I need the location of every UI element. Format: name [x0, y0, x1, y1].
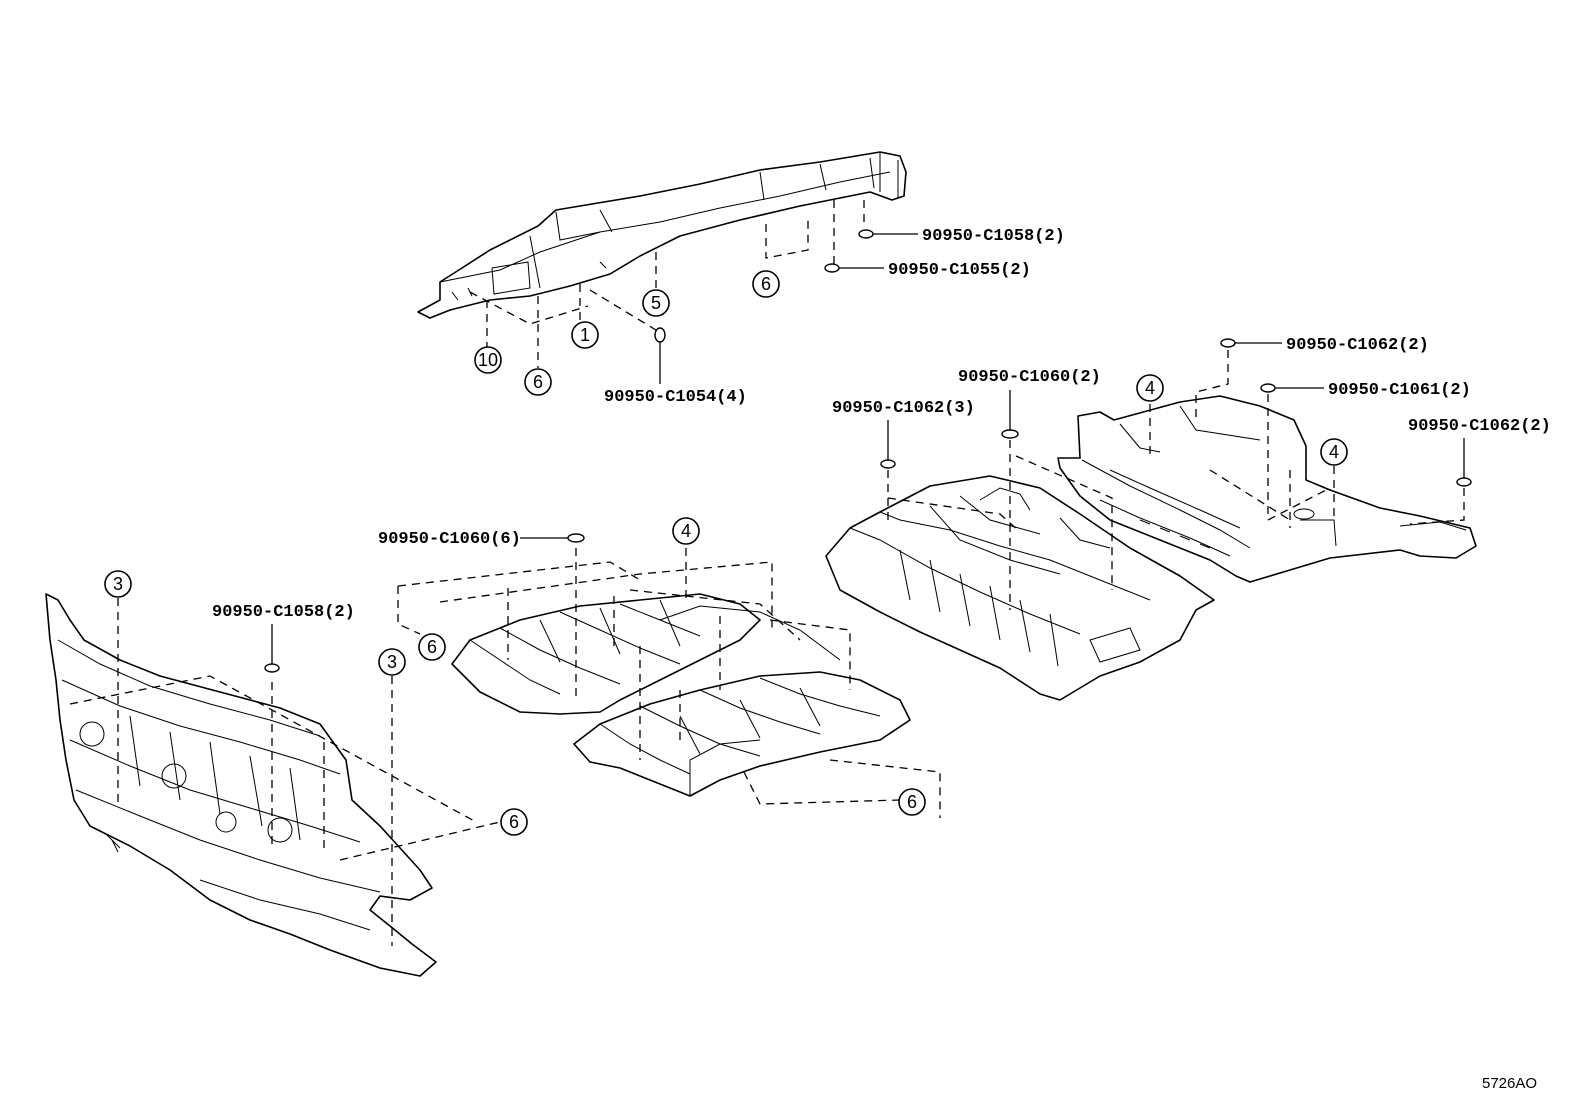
- callout-6-top-left: 6: [524, 368, 552, 396]
- callout-4-label: 4: [1329, 442, 1339, 462]
- callout-6-label: 6: [427, 637, 437, 657]
- callout-3-left: 3: [104, 570, 132, 598]
- callout-10: 10: [474, 346, 502, 374]
- part-number-label: 90950-C1062(2): [1286, 336, 1429, 355]
- callout-1: 1: [571, 321, 599, 349]
- callout-6-label: 6: [761, 274, 771, 294]
- callout-4-label: 4: [1145, 378, 1155, 398]
- callout-4-rear-right: 4: [1320, 438, 1348, 466]
- part-number-label: 90950-C1062(2): [1408, 417, 1551, 436]
- dash-panel-leaders: [69, 598, 501, 946]
- dash-panel-part: [45, 593, 437, 977]
- callout-3-label: 3: [113, 574, 123, 594]
- part-number-label: 90950-C1055(2): [888, 261, 1031, 280]
- callout-6-left: 6: [500, 808, 528, 836]
- part-number-label: 90950-C1054(4): [604, 388, 747, 407]
- part-number-label: 90950-C1058(2): [212, 603, 355, 622]
- rear-floor-clips: [880, 338, 1472, 487]
- callout-3-center: 3: [378, 648, 406, 676]
- callout-6-label: 6: [533, 372, 543, 392]
- callout-10-label: 10: [478, 350, 498, 370]
- front-floor-clip: [520, 533, 585, 543]
- callout-6-label: 6: [509, 812, 519, 832]
- callout-6-top-right: 6: [752, 270, 780, 298]
- callout-6-label: 6: [907, 792, 917, 812]
- rear-floor-pan-part: [1057, 395, 1477, 583]
- callout-3-label: 3: [387, 652, 397, 672]
- side-member-leaders: [469, 200, 865, 368]
- part-number-label: 90950-C1061(2): [1328, 381, 1471, 400]
- rear-floor-leaders: [887, 350, 1465, 610]
- part-number-label: 90950-C1060(2): [958, 368, 1101, 387]
- front-floor-pan-part: [451, 593, 911, 797]
- callout-5-label: 5: [651, 293, 661, 313]
- drawing-code: 5726AO: [1482, 1075, 1537, 1092]
- callout-4-rear: 4: [1136, 374, 1164, 402]
- top-part-leaders: [659, 233, 918, 384]
- callout-1-label: 1: [580, 325, 590, 345]
- callout-4-label: 4: [681, 521, 691, 541]
- callout-4-center: 4: [672, 517, 700, 545]
- side-member-part: [417, 151, 907, 319]
- part-number-label: 90950-C1062(3): [832, 399, 975, 418]
- front-floor-leaders: [397, 548, 941, 818]
- callout-6-bottom: 6: [898, 788, 926, 816]
- dash-panel-clip: [264, 624, 280, 673]
- part-number-label: 90950-C1060(6): [378, 530, 521, 549]
- callout-5: 5: [642, 289, 670, 317]
- rear-floor-part: [825, 475, 1215, 701]
- part-number-label: 90950-C1058(2): [922, 227, 1065, 246]
- callout-6-center: 6: [418, 633, 446, 661]
